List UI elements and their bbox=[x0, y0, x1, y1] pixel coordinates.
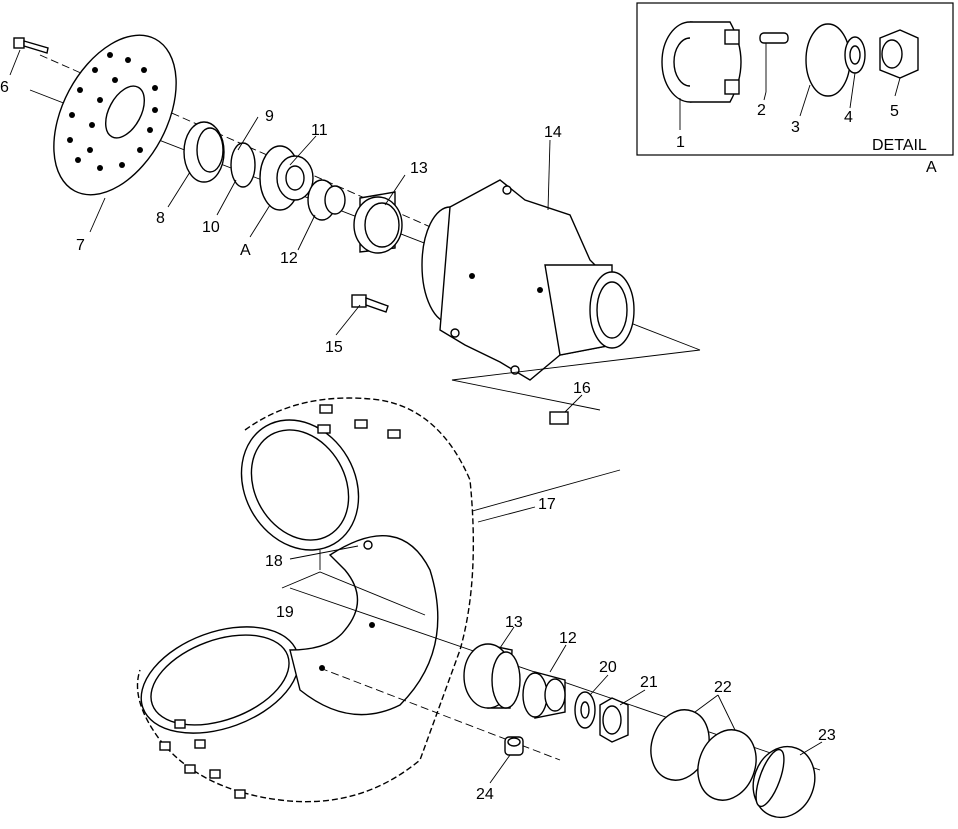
callout-8: 8 bbox=[156, 210, 165, 227]
axle-nut bbox=[599, 697, 629, 743]
detail-label-3: 3 bbox=[791, 119, 800, 136]
callout-20: 20 bbox=[599, 659, 617, 676]
snap-ring bbox=[230, 142, 256, 188]
hub-screw bbox=[351, 294, 389, 313]
detail-title: DETAIL bbox=[872, 137, 927, 154]
callout-10: 10 bbox=[202, 219, 220, 236]
callout-7: 7 bbox=[76, 237, 85, 254]
callout-23: 23 bbox=[818, 727, 836, 744]
tapered-bearing bbox=[307, 179, 346, 221]
callout-24: 24 bbox=[476, 786, 494, 803]
callout-15: 15 bbox=[325, 339, 343, 356]
callout-11: 11 bbox=[311, 122, 328, 139]
detail-label-4: 4 bbox=[844, 109, 853, 126]
detail-part-pin bbox=[759, 32, 789, 92]
detail-label-5: 5 bbox=[890, 103, 899, 120]
callout-22: 22 bbox=[714, 679, 732, 696]
wheel-rim bbox=[289, 535, 439, 716]
lug-nut bbox=[504, 736, 524, 756]
callout-18: 18 bbox=[265, 553, 283, 570]
callout-16: 16 bbox=[573, 380, 591, 397]
callout-6: 6 bbox=[0, 79, 9, 96]
valve-stem bbox=[549, 411, 569, 425]
callout-14: 14 bbox=[544, 124, 562, 141]
callout-9: 9 bbox=[265, 108, 274, 125]
leader-lines bbox=[9, 49, 823, 784]
bearing-race bbox=[353, 191, 403, 254]
o-ring-2 bbox=[697, 729, 757, 801]
wheel-hub bbox=[421, 179, 635, 381]
callout-13-lower: 13 bbox=[505, 614, 523, 631]
seal bbox=[183, 121, 225, 183]
tapered-bearing-lower bbox=[522, 671, 566, 719]
detail-letter: A bbox=[926, 159, 937, 176]
dust-cap bbox=[752, 745, 816, 819]
bolt bbox=[13, 37, 49, 54]
bearing-race-lower bbox=[463, 643, 521, 709]
bearing-assembly bbox=[259, 145, 314, 211]
detail-label-2: 2 bbox=[757, 102, 766, 119]
detail-part-castle-nut bbox=[661, 21, 742, 103]
washer bbox=[574, 691, 596, 729]
detail-part-hex-nut bbox=[879, 29, 919, 79]
callout-12-lower: 12 bbox=[559, 630, 577, 647]
callout-12: 12 bbox=[280, 250, 298, 267]
callout-17: 17 bbox=[538, 496, 556, 513]
detail-part-washer bbox=[844, 36, 866, 74]
callout-13: 13 bbox=[410, 160, 428, 177]
brake-disc bbox=[53, 34, 177, 196]
detail-part-disc bbox=[805, 23, 851, 97]
callout-21: 21 bbox=[640, 674, 658, 691]
callout-19: 19 bbox=[276, 604, 294, 621]
detail-label-1: 1 bbox=[676, 134, 685, 151]
callout-A: A bbox=[240, 242, 251, 259]
detail-a-inset: 1 2 3 4 5 DETAIL A bbox=[636, 2, 954, 176]
